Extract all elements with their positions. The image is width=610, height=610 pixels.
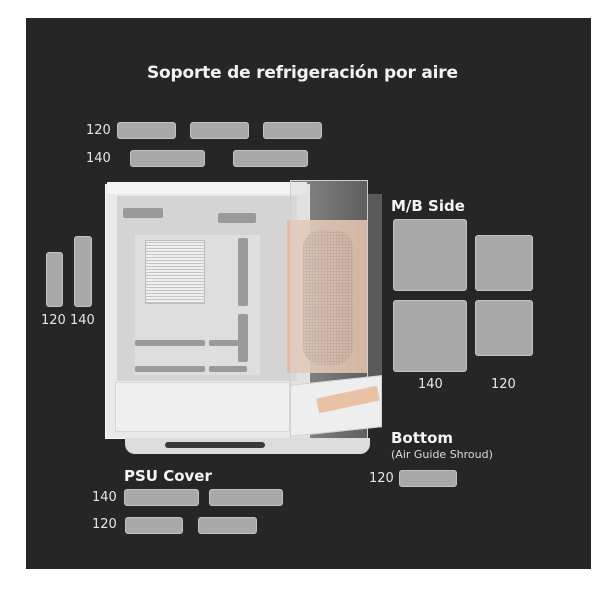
- top-fan-slot-120-3: [263, 122, 322, 139]
- mb-side-fan-slot-120-2: [475, 300, 533, 356]
- bottom-subheading: (Air Guide Shroud): [391, 448, 493, 461]
- front-fan-slot-120: [46, 252, 63, 307]
- mb-side-120-label: 120: [491, 377, 516, 392]
- mb-side-heading: M/B Side: [391, 197, 465, 215]
- cable-cutout: [135, 366, 205, 372]
- mb-side-fan-slot-140-2: [393, 300, 467, 372]
- mb-side-140-label: 140: [418, 377, 443, 392]
- top-fan-slot-140-2: [233, 150, 308, 167]
- top-fan-slot-140-1: [130, 150, 205, 167]
- mb-side-fan-slot-120-1: [475, 235, 533, 291]
- top-row-120-label: 120: [86, 123, 111, 138]
- cable-cutout: [209, 340, 239, 346]
- psu-fan-slot-120-1: [125, 517, 183, 534]
- psu-fan-slot-140-2: [209, 489, 283, 506]
- psu-shroud: [115, 382, 290, 432]
- top-fan-slot-120-2: [190, 122, 249, 139]
- bottom-heading: Bottom: [391, 429, 454, 447]
- bottom-120-label: 120: [369, 471, 394, 486]
- psu-fan-slot-140-1: [124, 489, 199, 506]
- cutout: [123, 208, 163, 218]
- cpu-cutout-mesh: [145, 240, 205, 304]
- front-fan-slot-140: [74, 236, 92, 307]
- psu-fan-slot-120-2: [198, 517, 257, 534]
- bottom-fan-slot-120: [399, 470, 457, 487]
- cable-cutout: [238, 238, 248, 306]
- top-row-140-label: 140: [86, 151, 111, 166]
- mb-side-fan-slot-140-1: [393, 219, 467, 291]
- cable-cutout: [238, 314, 248, 362]
- front-120-label: 120: [41, 313, 66, 328]
- psu-row-120-label: 120: [92, 517, 117, 532]
- cable-cutout: [209, 366, 247, 372]
- case-top-panel: [107, 182, 307, 194]
- case-right-edge: [368, 194, 382, 409]
- psu-cover-heading: PSU Cover: [124, 467, 212, 485]
- top-fan-slot-120-1: [117, 122, 176, 139]
- front-140-label: 140: [70, 313, 95, 328]
- pc-case-illustration: [105, 180, 383, 456]
- page-title: Soporte de refrigeración por aire: [147, 63, 458, 83]
- psu-row-140-label: 140: [92, 490, 117, 505]
- cable-cutout: [135, 340, 205, 346]
- cutout: [218, 213, 256, 223]
- case-stand-groove: [165, 442, 265, 448]
